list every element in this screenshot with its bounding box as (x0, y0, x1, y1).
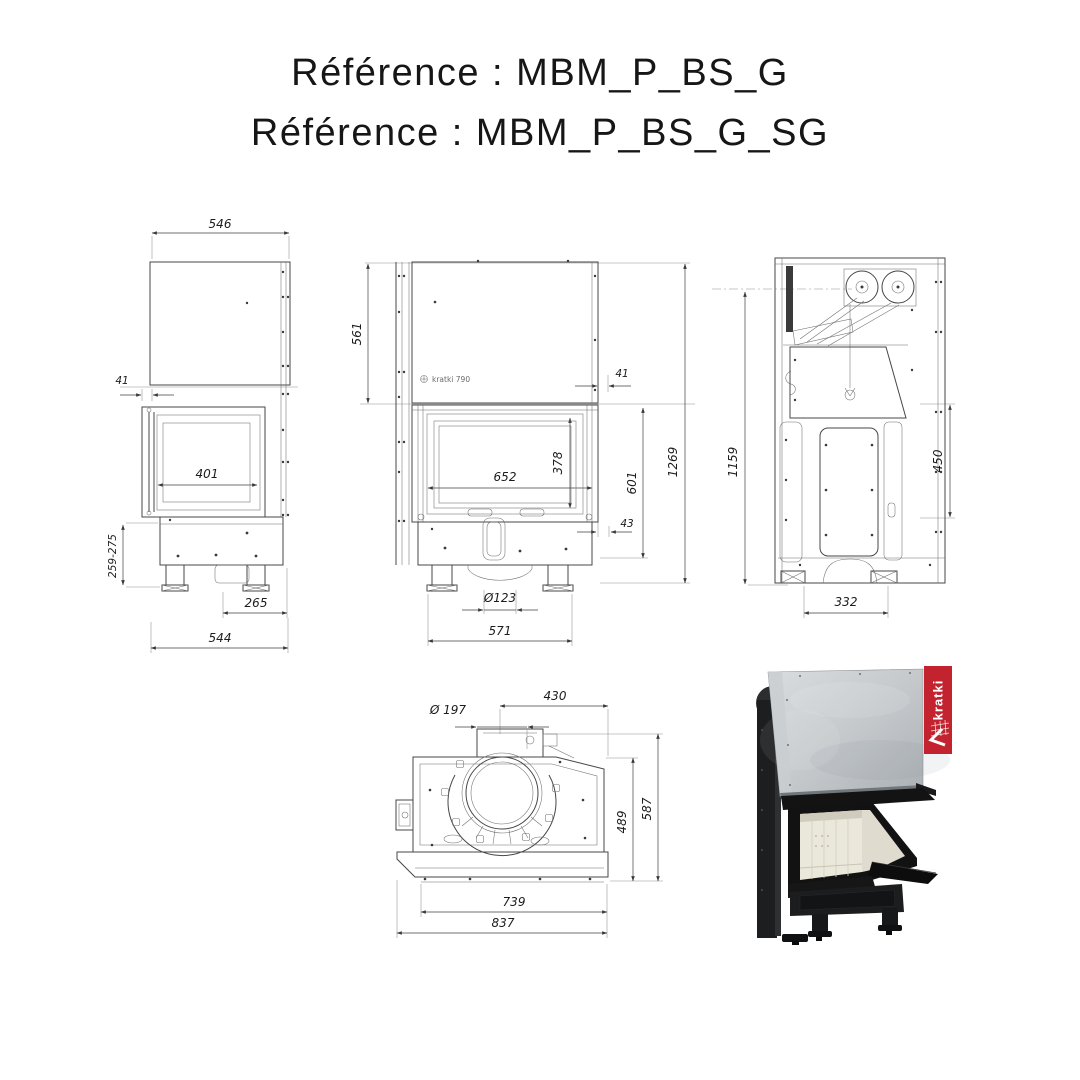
back-view-outline (774, 257, 946, 584)
drawing-watermark: kratki 790 (432, 375, 470, 384)
photo-side-bracket (916, 783, 936, 796)
photo-left-column (757, 700, 781, 938)
dim-265-label: 265 (245, 596, 268, 610)
dim-378-label: 378 (551, 451, 565, 474)
dim-739-label: 739 (503, 895, 526, 909)
dim-652-label: 652 (494, 470, 517, 484)
dim-41-side-label: 41 (115, 375, 128, 387)
kratki-banner: kratki (924, 666, 952, 754)
dim-561-label: 561 (350, 323, 364, 346)
side-view-extension-lines (120, 236, 298, 653)
dim-544-label: 544 (209, 631, 232, 645)
front-view-extension-lines (360, 262, 695, 646)
front-view-outline (395, 261, 599, 592)
dim-401-label: 401 (196, 467, 219, 481)
dim-489-label: 489 (615, 811, 629, 834)
product-photo: kratki (756, 666, 952, 945)
dim-601-label: 601 (625, 472, 639, 495)
photo-base (782, 876, 904, 945)
photo-door-sill (868, 861, 938, 884)
side-view-bolts (168, 270, 290, 558)
side-view-drawing: 546 41 401 259-275 265 544 (107, 217, 298, 653)
kratki-brand-label: kratki (931, 680, 946, 721)
photo-steel-panel (760, 668, 950, 799)
dim-1159-label: 1159 (726, 447, 740, 478)
reference-title-2: Référence : MBM_P_BS_G_SG (250, 112, 830, 154)
side-view-outline (141, 261, 291, 592)
dim-430-label: 430 (544, 689, 567, 703)
dim-41-front-label: 41 (615, 368, 628, 380)
top-view-dimension-lines (396, 704, 660, 935)
front-view-dimension-lines (366, 263, 687, 643)
back-view-extension-lines (748, 403, 955, 618)
front-view-drawing: kratki 790 561 41 652 378 601 1269 43 Ø1… (350, 259, 695, 646)
back-view-bolts (784, 280, 943, 567)
reference-title-1: Référence : MBM_P_BS_G (291, 52, 789, 94)
dim-259-275-label: 259-275 (107, 534, 119, 578)
dim-43-label: 43 (620, 518, 633, 530)
top-view-outline (395, 728, 609, 883)
back-view-dimension-lines (743, 291, 952, 615)
front-view-bolts (397, 259, 597, 553)
dim-1269-label: 1269 (666, 447, 680, 478)
kratki-banner-background (924, 666, 952, 754)
top-view-drawing: 430 Ø 197 489 587 739 837 (395, 689, 663, 938)
dim-o197-label: Ø 197 (429, 703, 467, 717)
dim-587-label: 587 (640, 797, 654, 820)
dim-o123-label: Ø123 (483, 591, 516, 605)
dim-450-label: 450 (931, 449, 945, 472)
back-view-drawing: 1159 450 332 (712, 257, 955, 618)
side-view-dimension-lines (120, 231, 290, 650)
dim-546-label: 546 (209, 217, 232, 231)
dim-332-label: 332 (835, 595, 858, 609)
dim-837-label: 837 (492, 916, 515, 930)
photo-door-frame-top (781, 788, 935, 810)
top-view-bolts (423, 760, 592, 881)
kratki-logo-icon (928, 719, 950, 747)
dim-571-label: 571 (489, 624, 512, 638)
